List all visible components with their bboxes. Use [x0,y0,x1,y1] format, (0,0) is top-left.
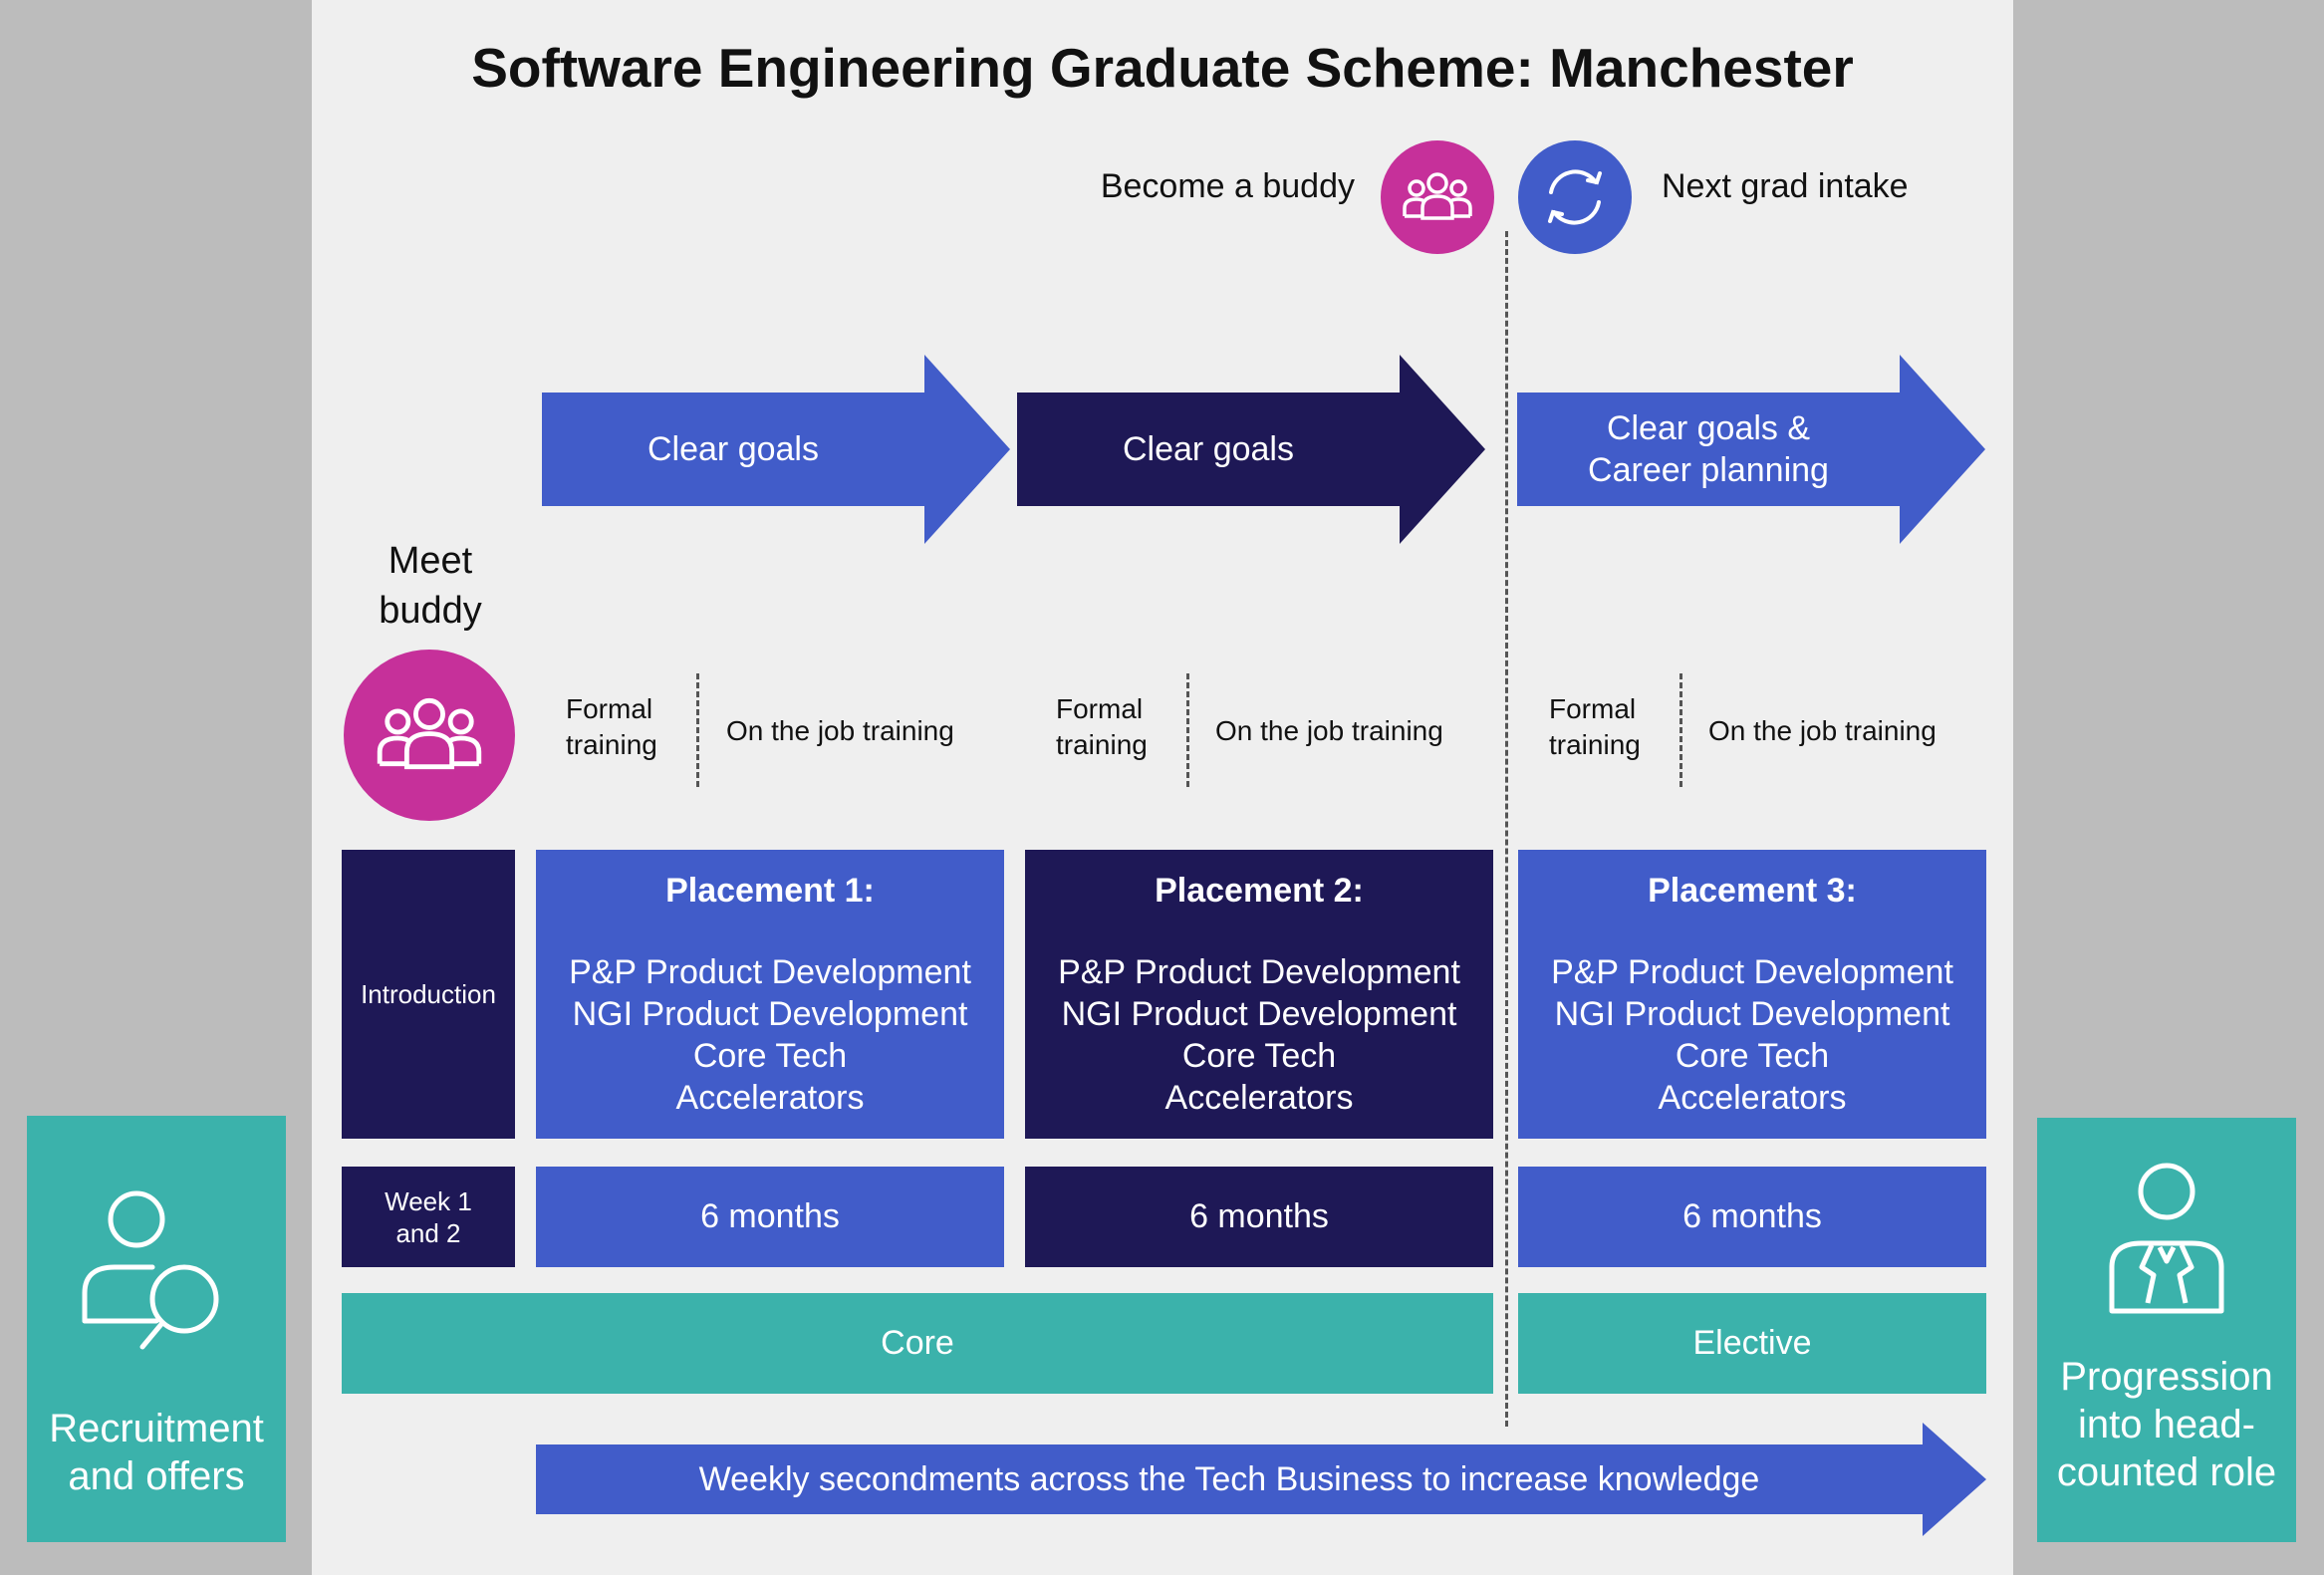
page-title: Software Engineering Graduate Scheme: Ma… [471,37,1854,99]
elective-bar: Elective [1518,1293,1986,1394]
recruitment-panel: Recruitment and offers [27,1116,286,1542]
intake-divider [1505,231,1508,1427]
secondments-arrow: Weekly secondments across the Tech Busin… [536,1423,1986,1536]
training-divider-1 [696,673,699,787]
on-job-training-1: On the job training [726,715,954,746]
intro-duration: Week 1 and 2 [342,1167,515,1267]
group-icon [1381,140,1494,254]
on-job-training-2: On the job training [1215,715,1443,746]
core-bar: Core [342,1293,1493,1394]
training-divider-3 [1679,673,1682,787]
introduction-box: Introduction [342,850,515,1139]
goals-arrow-3-label: Clear goals & Career planning [1588,409,1829,489]
progression-panel: Progression into head- counted role [2037,1118,2296,1542]
placement-1-heading: Placement 1: [665,872,875,910]
placement-2: Placement 2: P&P Product Development NGI… [1025,850,1493,1139]
goals-arrow-1-label: Clear goals [647,429,819,468]
secondments-label: Weekly secondments across the Tech Busin… [698,1459,1760,1498]
next-intake-label: Next grad intake [1662,167,1909,205]
refresh-icon [1518,140,1632,254]
formal-training-1: Formal training [566,693,657,760]
recruitment-label: Recruitment and offers [49,1407,264,1498]
businessperson-icon [2102,1162,2231,1321]
meet-buddy-group-icon [344,650,515,821]
placement-3-heading: Placement 3: [1648,872,1857,910]
training-divider-2 [1186,673,1189,787]
placement-1: Placement 1: P&P Product Development NGI… [536,850,1004,1139]
become-buddy-label: Become a buddy [1100,167,1355,205]
placement-2-duration: 6 months [1025,1167,1493,1267]
on-job-training-3: On the job training [1708,715,1937,746]
formal-training-2: Formal training [1056,693,1148,760]
goals-arrow-3: Clear goals & Career planning [1517,355,1985,544]
progression-label: Progression into head- counted role [2056,1355,2277,1494]
goals-arrow-1: Clear goals [542,355,1010,544]
meet-buddy-label: Meet buddy [379,540,482,632]
goals-arrow-2-label: Clear goals [1123,429,1294,468]
goals-arrow-2: Clear goals [1017,355,1485,544]
placement-3: Placement 3: P&P Product Development NGI… [1518,850,1986,1139]
placement-1-duration: 6 months [536,1167,1004,1267]
placement-3-duration: 6 months [1518,1167,1986,1267]
person-search-icon [77,1181,236,1351]
placement-2-heading: Placement 2: [1155,872,1364,910]
formal-training-3: Formal training [1549,693,1641,760]
